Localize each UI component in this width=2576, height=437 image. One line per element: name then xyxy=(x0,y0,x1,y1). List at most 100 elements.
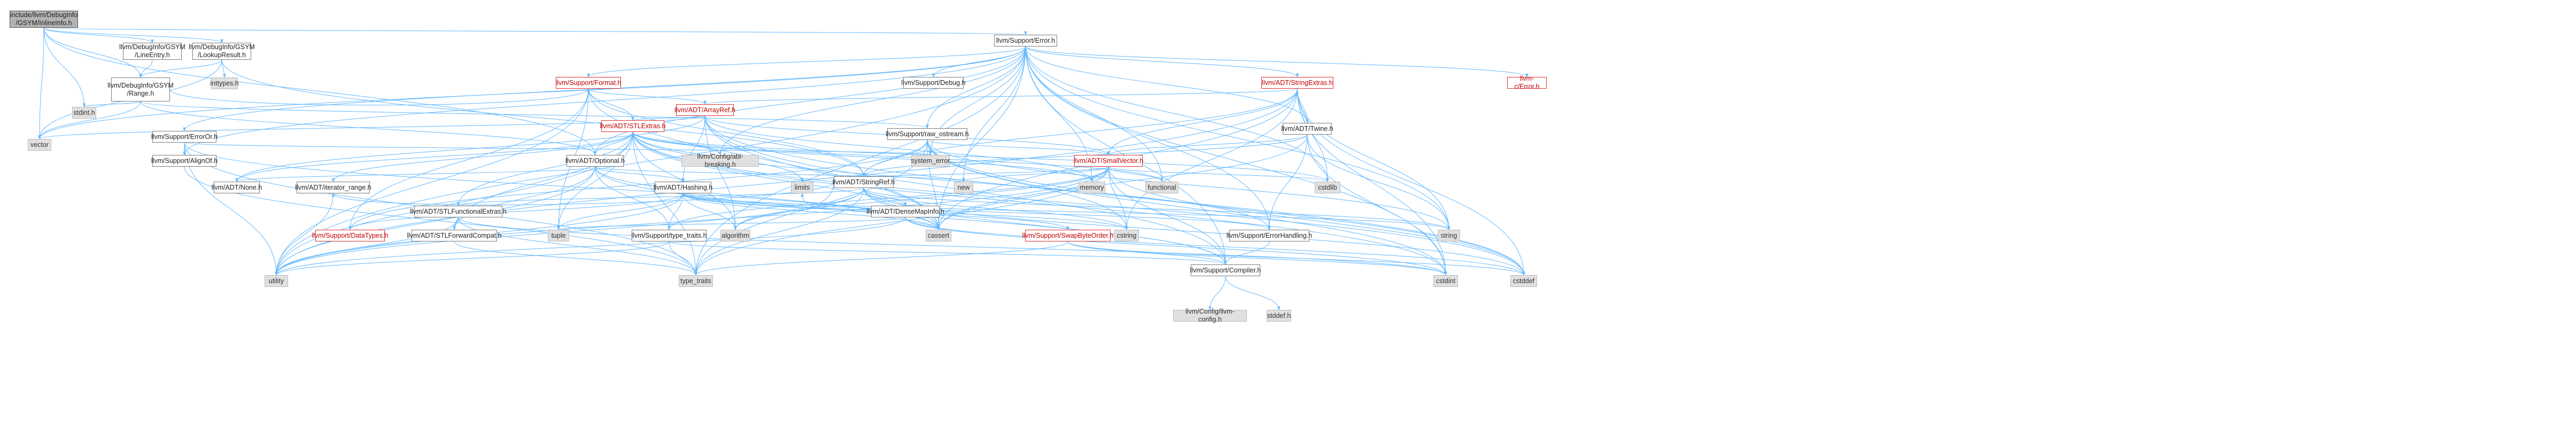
node-datatypes[interactable]: llvm/Support/DataTypes.h xyxy=(312,230,389,241)
node-cstdlib[interactable]: cstdlib xyxy=(1315,182,1340,193)
edge-stlextras-none xyxy=(235,131,633,182)
node-typetraitsllvm[interactable]: llvm/Support/type_traits.h xyxy=(631,230,707,241)
edge-errorhandling-compiler xyxy=(1224,241,1270,265)
edge-stringextras-cstring xyxy=(1125,88,1298,230)
edge-stringref-cstddef xyxy=(863,188,1525,276)
edge-error-typetraits xyxy=(694,46,1026,276)
edge-stlforward-typetraits xyxy=(454,241,697,276)
node-range[interactable]: llvm/DebugInfo/GSYM /Range.h xyxy=(107,77,174,102)
node-systemerror[interactable]: system_error xyxy=(911,155,950,167)
edge-iterrange-utility xyxy=(275,193,333,276)
edge-smallvector-limits xyxy=(801,166,1109,182)
node-abibreaking[interactable]: llvm/Config/abi-breaking.h xyxy=(681,153,759,168)
edge-error-abibreaking xyxy=(718,46,1026,155)
node-utility[interactable]: utility xyxy=(265,275,288,287)
node-rawostream[interactable]: llvm/Support/raw_ostream.h xyxy=(886,128,969,140)
node-memory[interactable]: memory xyxy=(1078,182,1105,193)
node-cstdint[interactable]: cstdint xyxy=(1433,275,1458,287)
edge-format-utility xyxy=(275,88,589,276)
edge-range-format xyxy=(169,88,590,106)
node-new[interactable]: new xyxy=(954,182,973,193)
edge-swapbyteorder-cstddef xyxy=(1067,241,1525,276)
edge-stlfunctional-utility xyxy=(275,217,459,276)
node-stddef[interactable]: stddef.h xyxy=(1267,310,1291,322)
node-hashing[interactable]: llvm/ADT/Hashing.h xyxy=(654,182,712,193)
edge-optional-stlforward xyxy=(453,166,595,230)
node-alignof[interactable]: llvm/Support/AlignOf.h xyxy=(151,155,218,167)
edge-hashing-cassert xyxy=(682,193,940,230)
node-cstring[interactable]: cstring xyxy=(1114,230,1139,241)
node-cstddef[interactable]: cstddef xyxy=(1510,275,1537,287)
node-stringref[interactable]: llvm/ADT/StringRef.h xyxy=(833,176,895,188)
edge-optional-new xyxy=(595,166,965,182)
edge-hashing-datatypes xyxy=(348,193,684,230)
node-cerror[interactable]: llvm-c/Error.h xyxy=(1507,75,1547,90)
edge-root-vector xyxy=(38,27,44,139)
node-stlforward[interactable]: llvm/ADT/STLForwardCompat.h xyxy=(407,230,502,241)
edge-typetraitsllvm-typetraits xyxy=(669,241,697,276)
node-string[interactable]: string xyxy=(1438,230,1460,241)
node-compiler[interactable]: llvm/Support/Compiler.h xyxy=(1190,264,1261,276)
node-errorortr[interactable]: llvm/Support/ErrorOr.h xyxy=(151,131,218,143)
node-llvmconfig[interactable]: llvm/Config/llvm-config.h xyxy=(1173,308,1247,323)
edge-error-debug xyxy=(932,46,1026,77)
edge-twine-string xyxy=(1307,134,1450,230)
edge-format-cassert xyxy=(588,88,940,230)
edge-compiler-stddef xyxy=(1225,276,1281,310)
edge-arrayref-cstddef xyxy=(704,115,1525,276)
edge-typetraitsllvm-utility xyxy=(275,241,670,276)
node-iterrange[interactable]: llvm/ADT/iterator_range.h xyxy=(295,182,371,193)
edge-smallvector-cstdlib xyxy=(1108,166,1329,182)
edge-error-optional xyxy=(593,46,1026,155)
edge-swapbyteorder-cstdint xyxy=(1067,241,1447,276)
node-stringextras[interactable]: llvm/ADT/StringExtras.h xyxy=(1261,77,1333,89)
edge-stlextras-functional xyxy=(632,131,1163,182)
node-stlfunctional[interactable]: llvm/ADT/STLFunctionalExtras.h xyxy=(410,206,507,217)
node-algorithm[interactable]: algorithm xyxy=(720,230,750,241)
edge-alignof-typetraits xyxy=(184,166,697,276)
node-twine[interactable]: llvm/ADT/Twine.h xyxy=(1281,123,1333,135)
edge-error-string xyxy=(1025,46,1450,230)
edge-compiler-llvmconfig xyxy=(1208,276,1226,310)
edge-stringref-cstring xyxy=(863,188,1128,230)
edge-range-rawostream xyxy=(140,101,929,129)
edge-range-optional xyxy=(140,101,597,155)
edge-stringref-string xyxy=(863,188,1450,230)
edge-root-range xyxy=(43,27,142,78)
node-typetraits[interactable]: type_traits xyxy=(679,275,713,287)
node-errorhandling[interactable]: llvm/Support/ErrorHandling.h xyxy=(1227,230,1312,241)
node-arrayref[interactable]: llvm/ADT/ArrayRef.h xyxy=(674,104,735,116)
edge-error-cstdint xyxy=(1025,46,1447,276)
node-optional[interactable]: llvm/ADT/Optional.h xyxy=(565,155,625,167)
node-swapbyteorder[interactable]: llvm/Support/SwapByteOrder.h xyxy=(1022,230,1113,241)
edge-optional-typetraitsllvm xyxy=(595,166,671,230)
edge-typetraitsllvm-compiler xyxy=(669,241,1227,265)
edge-lookupresult-stringref xyxy=(221,59,865,177)
edge-stringextras-smallvector xyxy=(1107,88,1298,155)
node-format[interactable]: llvm/Support/Format.h xyxy=(556,77,621,89)
node-vector[interactable]: vector xyxy=(28,139,51,151)
node-stlextras[interactable]: llvm/ADT/STLExtras.h xyxy=(600,120,665,132)
node-lineentry[interactable]: llvm/DebugInfo/GSYM /LineEntry.h xyxy=(119,43,185,60)
node-tuple[interactable]: tuple xyxy=(548,230,569,241)
node-stdint[interactable]: stdint.h xyxy=(72,107,96,119)
edge-stringextras-string xyxy=(1297,88,1450,230)
node-none[interactable]: llvm/ADT/None.h xyxy=(212,182,262,193)
node-cassert[interactable]: cassert xyxy=(926,230,951,241)
node-functional[interactable]: functional xyxy=(1145,182,1178,193)
edge-rawostream-stringref xyxy=(862,139,928,177)
node-densemapinfo[interactable]: llvm/ADT/DenseMapInfo.h xyxy=(866,206,944,217)
node-debug[interactable]: llvm/Support/Debug.h xyxy=(901,77,966,89)
edge-rawostream-smallvector xyxy=(927,139,1110,155)
edge-stringref-limits xyxy=(801,182,834,205)
edge-optional-none xyxy=(235,166,595,182)
node-error[interactable]: llvm/Support/Error.h xyxy=(994,35,1057,46)
node-inttypes[interactable]: inttypes.h xyxy=(210,77,239,89)
node-lookupresult[interactable]: llvm/DebugInfo/GSYM /LookupResult.h xyxy=(189,43,255,60)
edge-errorortr-systemerror xyxy=(184,142,932,155)
node-limits[interactable]: limits xyxy=(791,182,813,193)
edge-stringextras-arrayref xyxy=(703,88,1298,105)
edge-twine-smallvector xyxy=(1107,134,1308,155)
node-smallvector[interactable]: llvm/ADT/SmallVector.h xyxy=(1074,155,1143,167)
